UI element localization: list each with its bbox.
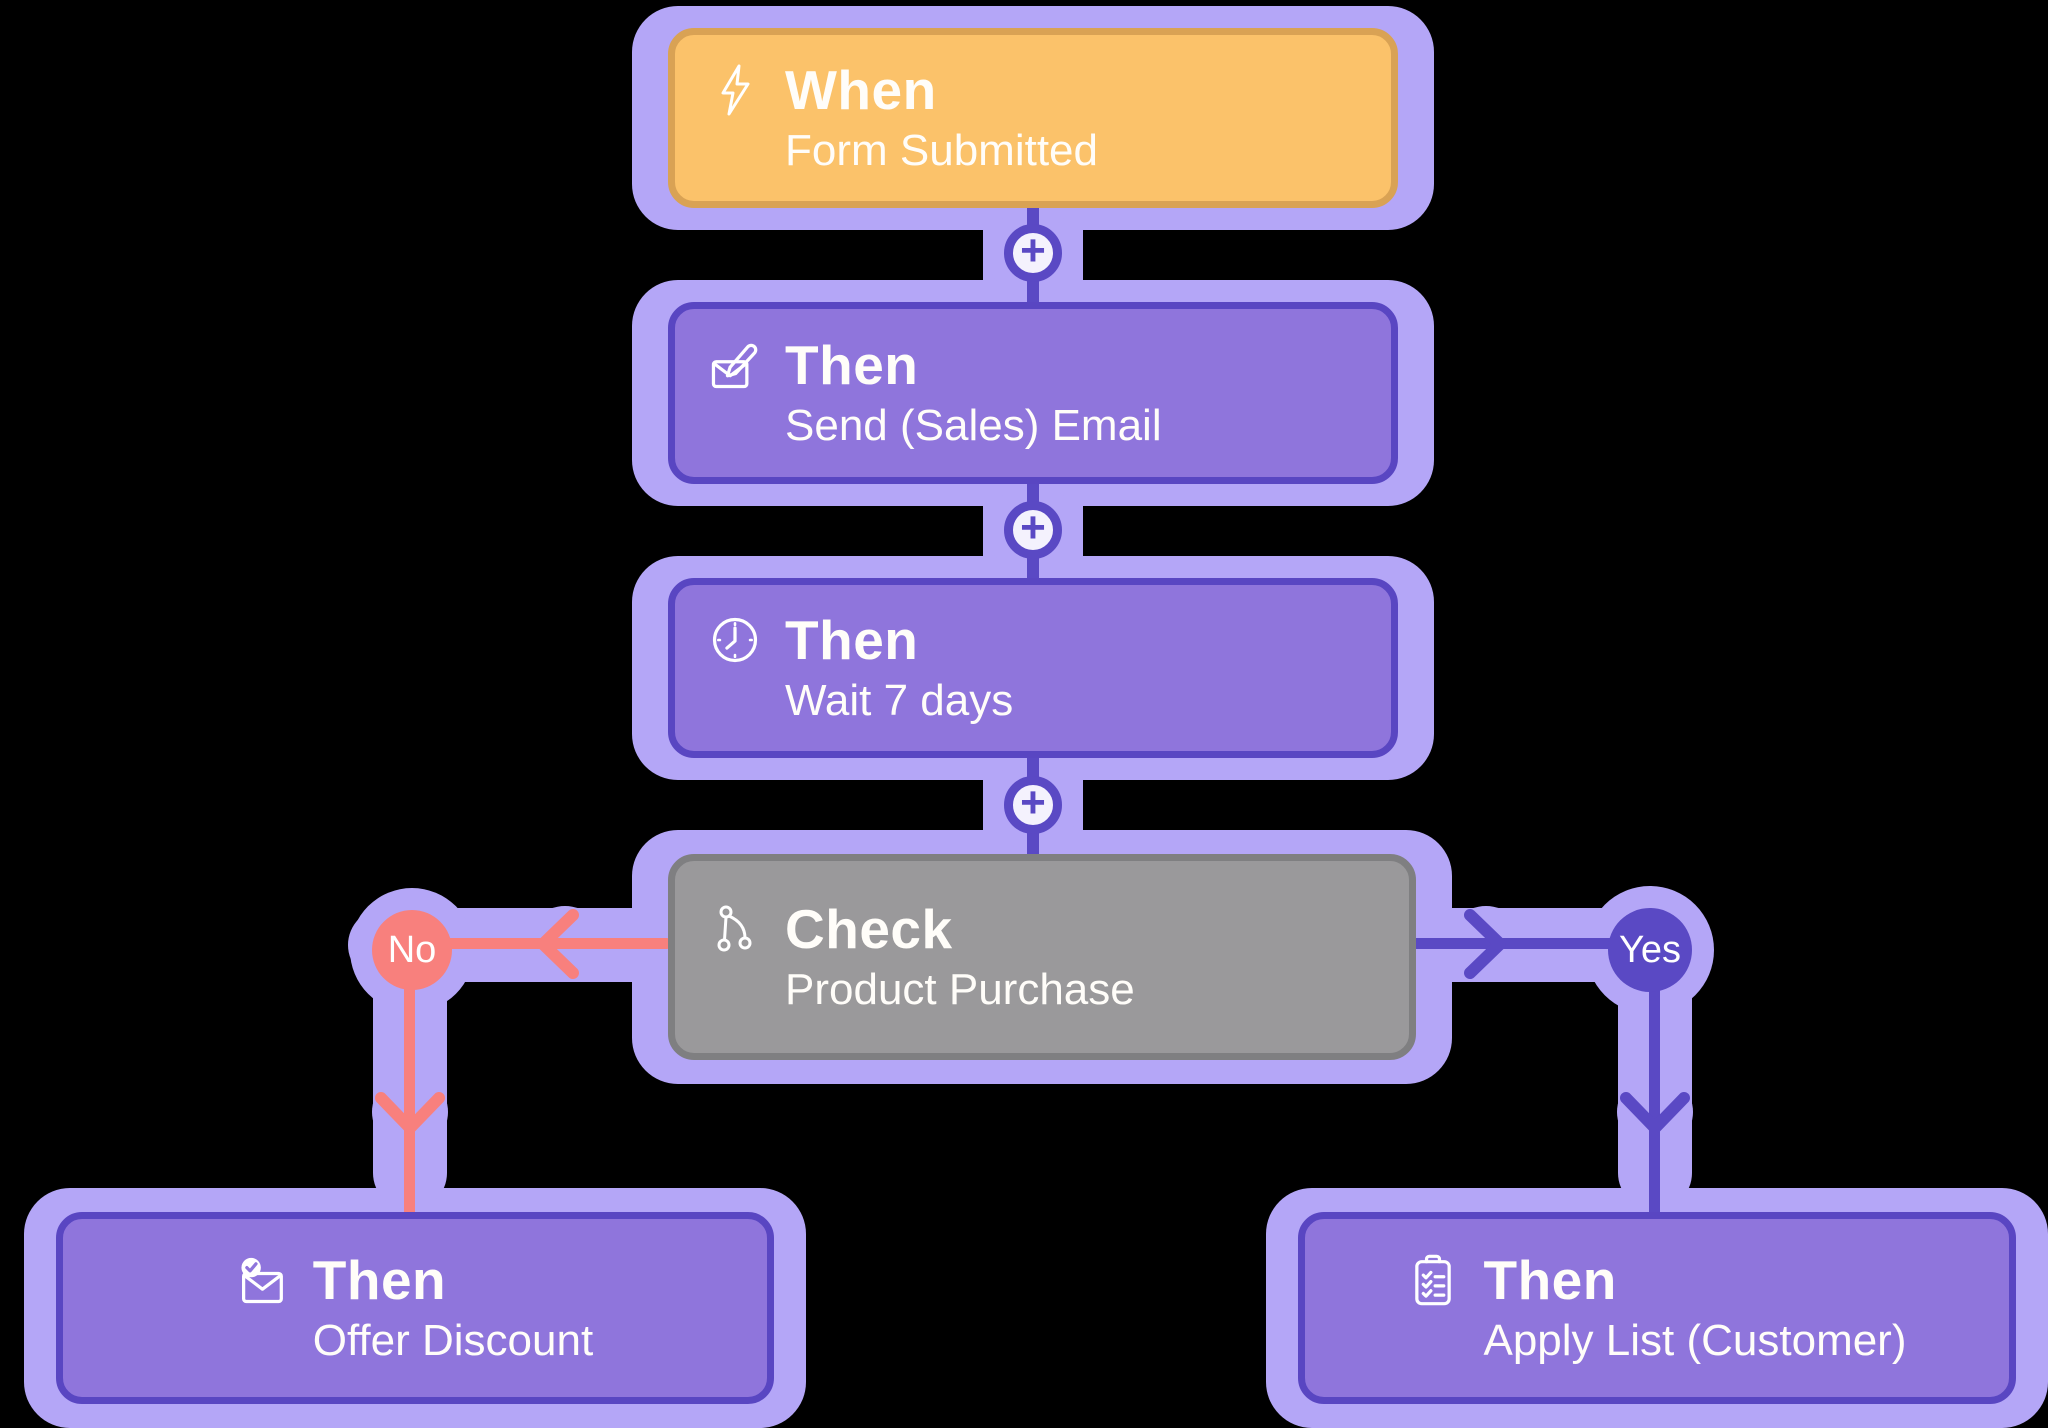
node-check-product-purchase[interactable]: Check Product Purchase [668, 854, 1416, 1060]
branch-yes-line-horizontal [1408, 938, 1650, 949]
add-step-button[interactable]: + [1004, 501, 1062, 559]
node-title: Then [312, 1249, 447, 1312]
lightning-icon [709, 62, 761, 118]
node-subtitle: Send (Sales) Email [785, 400, 1162, 450]
branch-yes-line-vertical [1649, 950, 1660, 1240]
node-then-wait-7-days[interactable]: Then Wait 7 days [668, 578, 1398, 758]
branch-yes-badge: Yes [1608, 908, 1692, 992]
node-subtitle: Wait 7 days [785, 675, 1014, 725]
node-subtitle: Form Submitted [785, 125, 1098, 175]
branch-no-badge: No [372, 910, 452, 990]
arrowhead-down-icon [1620, 1092, 1690, 1134]
arrowhead-left-icon [537, 909, 579, 979]
arrowhead-down-icon [375, 1092, 445, 1134]
node-title: When [785, 59, 937, 122]
node-title: Then [785, 609, 919, 672]
arrowhead-right-icon [1464, 909, 1506, 979]
node-title: Then [1483, 1249, 1617, 1312]
add-step-button[interactable]: + [1004, 224, 1062, 282]
node-then-offer-discount[interactable]: Then Offer Discount [56, 1212, 774, 1404]
node-when-form-submitted[interactable]: When Form Submitted [668, 28, 1398, 208]
node-title: Check [785, 898, 953, 961]
node-then-send-sales-email[interactable]: Then Send (Sales) Email [668, 302, 1398, 484]
email-check-icon [237, 1252, 289, 1308]
node-subtitle: Offer Discount [312, 1315, 594, 1365]
node-title: Then [785, 334, 919, 397]
node-then-apply-list-customer[interactable]: Then Apply List (Customer) [1298, 1212, 2016, 1404]
branch-icon [709, 901, 761, 957]
add-step-button[interactable]: + [1004, 776, 1062, 834]
node-subtitle: Apply List (Customer) [1483, 1315, 1907, 1365]
clipboard-check-icon [1407, 1252, 1459, 1308]
clock-icon [709, 612, 761, 668]
branch-no-label: No [387, 928, 437, 971]
compose-email-icon [709, 337, 761, 393]
branch-no-line-vertical [404, 950, 415, 1240]
branch-yes-label: Yes [1619, 928, 1681, 971]
node-subtitle: Product Purchase [785, 964, 1135, 1014]
